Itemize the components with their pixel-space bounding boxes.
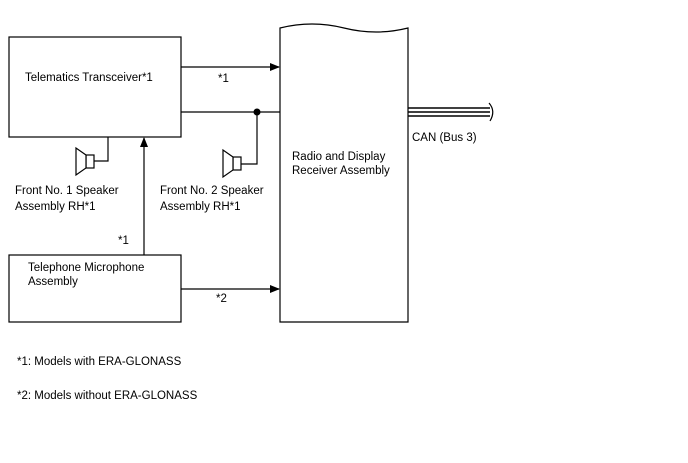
radio-receiver-label-line2: Receiver Assembly — [292, 165, 390, 177]
front-speaker-2-label-line2: Assembly RH*1 — [160, 201, 241, 213]
radio-receiver-block: Radio and Display Receiver Assembly — [279, 23, 409, 323]
telematics-to-radio-note: *1 — [218, 73, 229, 85]
footnote-2: *2: Models without ERA-GLONASS — [17, 390, 198, 402]
telephone-microphone-label-line2: Assembly — [28, 276, 78, 288]
radio-receiver-label-line1: Radio and Display — [292, 151, 386, 163]
front-speaker-1-label-line2: Assembly RH*1 — [15, 201, 96, 213]
can-bus-label: CAN (Bus 3) — [412, 132, 477, 144]
front-speaker-2-label-line1: Front No. 2 Speaker — [160, 185, 264, 197]
can-bus-lines — [408, 102, 494, 122]
footnote-1: *1: Models with ERA-GLONASS — [17, 356, 182, 368]
speaker-icon — [75, 146, 95, 177]
telephone-microphone-label-line1: Telephone Microphone — [28, 262, 144, 274]
speaker-icon — [222, 148, 242, 179]
speaker2-wire — [241, 112, 258, 165]
microphone-to-radio-note: *2 — [216, 293, 227, 305]
telematics-transceiver-block: Telematics Transceiver*1 — [8, 36, 182, 138]
telephone-microphone-block: Telephone Microphone Assembly — [8, 254, 182, 323]
microphone-to-telematics-note: *1 — [118, 235, 129, 247]
telematics-transceiver-label: Telematics Transceiver*1 — [25, 72, 153, 84]
front-speaker-1-label-line1: Front No. 1 Speaker — [15, 185, 119, 197]
speaker1-wire — [94, 137, 109, 162]
